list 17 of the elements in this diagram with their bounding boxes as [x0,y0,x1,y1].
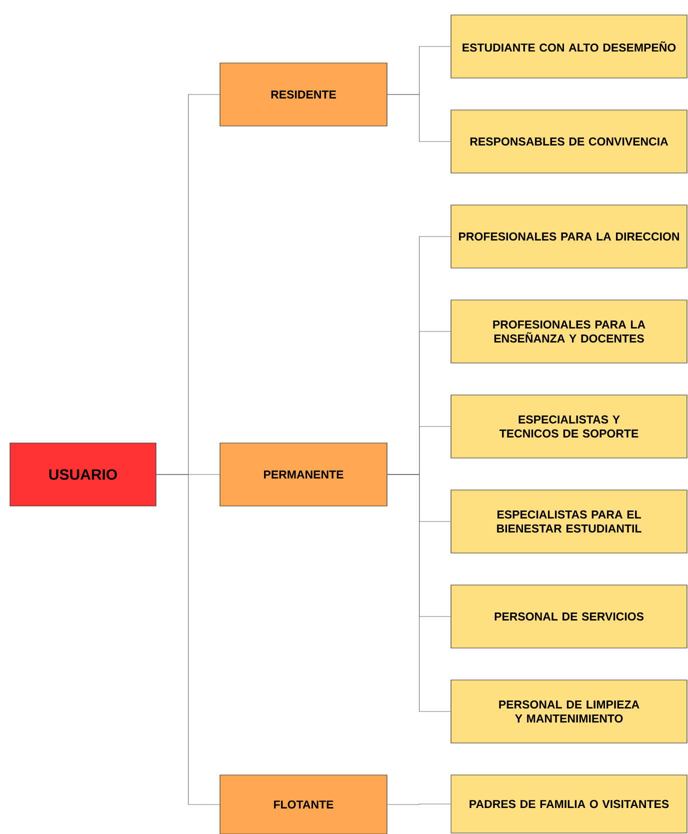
connector [387,804,451,805]
connector [387,94,451,142]
category-box: FLOTANTE [220,774,388,834]
category-box: PERMANENTE [220,442,388,506]
role-box: PADRES DE FAMILIA O VISITANTES [450,774,688,834]
role-box: PROFESIONALES PARA LA DIRECCION [450,204,688,268]
role-box: ESPECIALISTAS Y TECNICOS DE SOPORTE [450,394,688,458]
root-box: USUARIO [10,442,156,506]
role-box: ESPECIALISTAS PARA EL BIENESTAR ESTUDIANTIL [450,490,688,554]
connector [387,474,451,712]
role-box: RESPONSABLES DE CONVIVENCIA [450,110,688,174]
role-box: ESTUDIANTE CON ALTO DESEMPEÑO [450,14,688,78]
category-box: RESIDENTE [220,62,388,126]
connector [156,474,220,805]
role-box: PROFESIONALES PARA LA ENSEÑANZA Y DOCENTES [450,300,688,364]
role-box: PERSONAL DE LIMPIEZA Y MANTENIMIENTO [450,680,688,744]
role-box: PERSONAL DE SERVICIOS [450,584,688,648]
